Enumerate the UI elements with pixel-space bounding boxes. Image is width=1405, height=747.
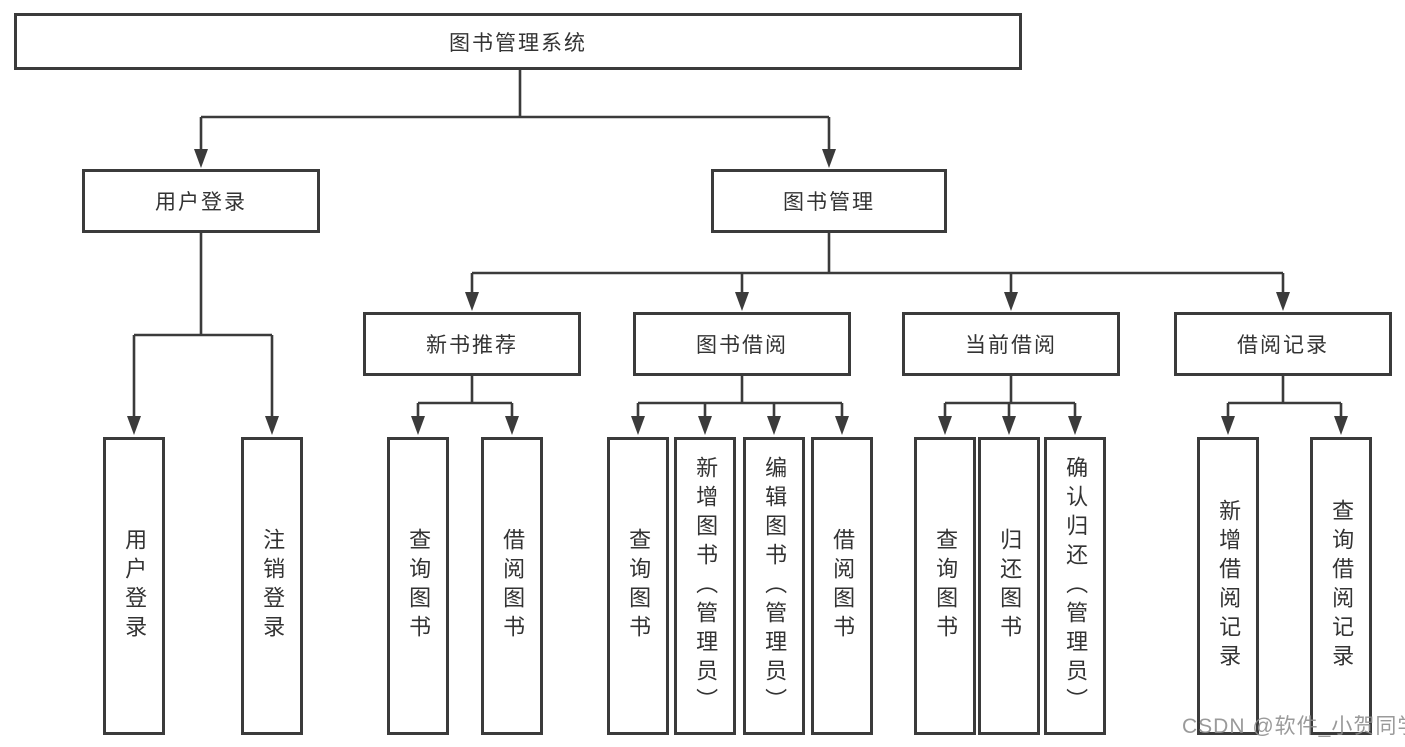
node-leaf-edit-book-admin: 编辑图书（管理员）: [743, 437, 805, 735]
node-book-borrow-label: 图书借阅: [696, 334, 788, 357]
node-leaf-query-books-recommend: 查询图书: [387, 437, 449, 735]
node-leaf-query-books-borrow: 查询图书: [607, 437, 669, 735]
node-leaf-add-book-admin: 新增图书（管理员）: [674, 437, 736, 735]
node-leaf-user-login: 用户登录: [103, 437, 165, 735]
node-leaf-add-borrow-record: 新增借阅记录: [1197, 437, 1259, 735]
node-book-management: 图书管理: [711, 169, 947, 233]
node-current-borrow-label: 当前借阅: [965, 334, 1057, 357]
node-user-login-label: 用户登录: [155, 191, 247, 214]
node-leaf-query-books-current: 查询图书: [914, 437, 976, 735]
node-book-management-label: 图书管理: [783, 191, 875, 214]
csdn-watermark: CSDN @软件_小贺同学: [1182, 715, 1405, 738]
node-leaf-confirm-return-admin: 确认归还（管理员）: [1044, 437, 1106, 735]
node-leaf-query-borrow-record: 查询借阅记录: [1310, 437, 1372, 735]
node-user-login: 用户登录: [82, 169, 320, 233]
node-root-system: 图书管理系统: [14, 13, 1022, 70]
node-leaf-return-book: 归还图书: [978, 437, 1040, 735]
node-new-book-recommend: 新书推荐: [363, 312, 581, 376]
node-borrow-records-label: 借阅记录: [1237, 334, 1329, 357]
node-new-book-recommend-label: 新书推荐: [426, 334, 518, 357]
node-leaf-borrow-books-recommend: 借阅图书: [481, 437, 543, 735]
node-current-borrow: 当前借阅: [902, 312, 1120, 376]
node-leaf-logout: 注销登录: [241, 437, 303, 735]
node-root-label: 图书管理系统: [449, 31, 587, 55]
node-book-borrow: 图书借阅: [633, 312, 851, 376]
node-leaf-borrow-books: 借阅图书: [811, 437, 873, 735]
node-borrow-records: 借阅记录: [1174, 312, 1392, 376]
